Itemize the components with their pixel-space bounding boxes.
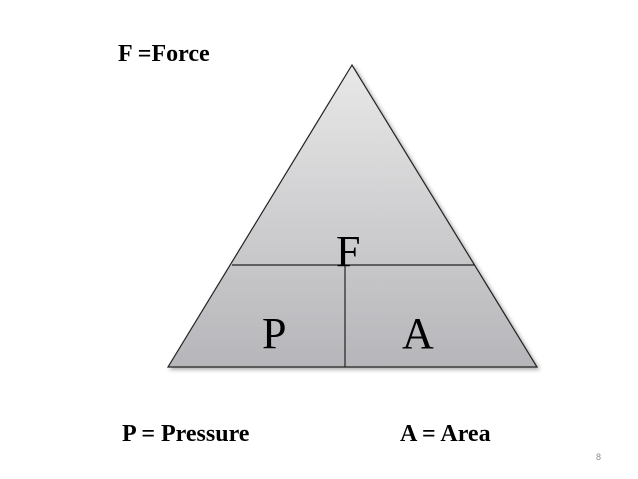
triangle-label-pressure: P — [262, 309, 286, 358]
legend-pressure: P = Pressure — [122, 421, 250, 447]
triangle-outline — [166, 63, 539, 368]
triangle-label-area: A — [402, 309, 434, 358]
legend-area: A = Area — [400, 421, 491, 447]
page-number: 8 — [596, 452, 602, 462]
triangle-label-force: F — [336, 227, 360, 276]
legend-force: F =Force — [118, 41, 210, 67]
